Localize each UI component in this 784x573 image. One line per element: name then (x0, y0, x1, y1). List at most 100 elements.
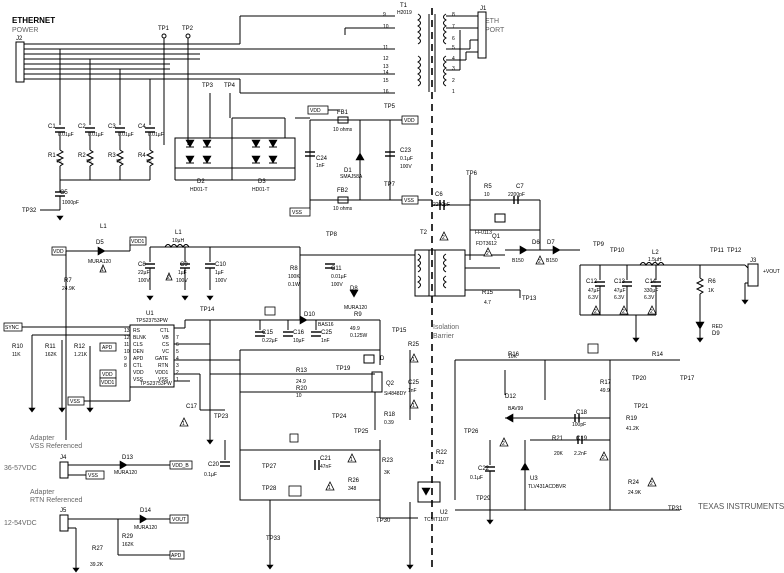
c12-value: 47µF (588, 288, 600, 294)
d14-diode (139, 514, 148, 524)
r10-label: R10 (12, 344, 24, 350)
l2-label: L2 (652, 250, 659, 256)
tp11-label: TP11 (710, 248, 725, 254)
d5-part: MURA120 (88, 259, 111, 265)
r16-label: R16 (508, 352, 520, 358)
d8-diode (349, 289, 359, 298)
c25-label: C25 (408, 380, 420, 386)
tp30-label: TP30 (376, 518, 391, 524)
svg-text:6: 6 (176, 342, 179, 348)
r8-label: R8 (290, 266, 298, 272)
isolation-label-2: Barrier (433, 333, 455, 340)
vdd1-net-flag-2 (99, 377, 117, 387)
tp27-label: TP27 (262, 464, 277, 470)
r29-value: 162K (122, 542, 134, 548)
r14-label: R14 (652, 352, 664, 358)
svg-text:11: 11 (383, 45, 388, 51)
svg-text:2: 2 (486, 251, 489, 257)
r10-value: 11K (12, 352, 21, 358)
d1-diode (355, 152, 365, 161)
t2-transformer (414, 249, 466, 297)
tp20-label: TP20 (632, 376, 647, 382)
tp8-label: TP8 (326, 232, 338, 238)
r13-label: R13 (296, 368, 308, 374)
vout-net-text: VOUT (172, 517, 186, 523)
c22-value: 0.1µF (470, 475, 483, 481)
tp5-label: TP5 (384, 104, 396, 110)
vss-net-text-3: VSS (70, 399, 81, 405)
q1-mosfet (494, 213, 506, 223)
d-mark-box (363, 354, 375, 364)
r6-resistor (695, 277, 705, 295)
q2-mosfet (371, 371, 383, 393)
c25-value-small: 1nF (321, 338, 330, 344)
r16-value: 10K (508, 354, 518, 360)
r3-value: 75 (116, 159, 122, 165)
c24-label: C24 (316, 156, 328, 162)
vss-net-text-1: VSS (404, 198, 415, 204)
r26-value: 348 (348, 486, 357, 492)
tp7-label: TP7 (384, 182, 396, 188)
j5-label: J5 (60, 508, 67, 514)
svg-text:CTL: CTL (133, 363, 143, 369)
svg-text:VB: VB (162, 335, 169, 341)
r15-label: R15 (482, 290, 494, 296)
d10-label: D10 (304, 312, 316, 318)
r9-value: 49.9 (350, 326, 360, 332)
u1-ic (129, 324, 175, 388)
svg-text:9: 9 (383, 12, 386, 18)
svg-text:GATE: GATE (155, 356, 169, 362)
svg-text:7: 7 (176, 335, 179, 341)
svg-text:1: 1 (452, 89, 455, 95)
svg-text:RTN: RTN (158, 363, 169, 369)
c13-value: 47µF (614, 288, 626, 294)
d9-label: D9 (712, 331, 720, 337)
l1-label: L1 (175, 230, 182, 236)
r12-label: R12 (74, 344, 86, 350)
r20-value: 10 (296, 393, 302, 399)
svg-text:1: 1 (412, 357, 415, 363)
adapter2-sub: RTN Referenced (30, 497, 83, 504)
q2-label: Q2 (386, 381, 395, 387)
c11-voltage: 100V (331, 282, 343, 288)
r24-label: R24 (628, 480, 640, 486)
svg-text:4: 4 (452, 56, 455, 62)
r3-label: R3 (108, 153, 116, 159)
fb2-bead (337, 196, 349, 204)
fb2-label: FB2 (337, 188, 349, 194)
r8-power: 0.1W (288, 282, 300, 288)
r25-label: R25 (408, 342, 420, 348)
c1-value: 0.01µF (58, 132, 74, 138)
q1-label: Q1 (492, 234, 501, 240)
adapter1-range: 36-57VDC (4, 465, 37, 472)
d5-diode (97, 246, 106, 256)
tp2-circle (185, 33, 191, 39)
net-flag-small-1 (264, 306, 276, 316)
adapter2-title: Adapter (30, 489, 55, 496)
adapter2-range: 12-54VDC (4, 520, 37, 527)
d-mark-text: D (380, 356, 385, 362)
svg-text:16: 16 (383, 89, 389, 95)
d5-label: D5 (96, 240, 104, 246)
j2-label: J2 (16, 36, 23, 42)
c23-label: C23 (400, 148, 412, 154)
r1-label: R1 (48, 153, 56, 159)
svg-text:5: 5 (176, 349, 179, 355)
tp2-label: TP2 (182, 26, 194, 32)
svg-text:2: 2 (594, 309, 597, 315)
r26-label: R26 (348, 478, 360, 484)
tp28-label: TP28 (262, 486, 277, 492)
vout-net-flag (169, 514, 189, 524)
c19-value: 2.2nF (574, 451, 587, 457)
tp25-label: TP25 (354, 429, 369, 435)
vdd-b-net-flag (169, 460, 193, 470)
svg-text:2: 2 (650, 309, 653, 315)
svg-text:14: 14 (383, 70, 389, 76)
d6-label: D6 (532, 240, 540, 246)
tp13-label: TP13 (522, 296, 537, 302)
r4-label: R4 (138, 153, 146, 159)
svg-text:12: 12 (124, 335, 130, 341)
apd-net-flag-2 (169, 550, 185, 560)
c9-label: C9 (180, 262, 188, 268)
c17-label: C17 (186, 404, 198, 410)
